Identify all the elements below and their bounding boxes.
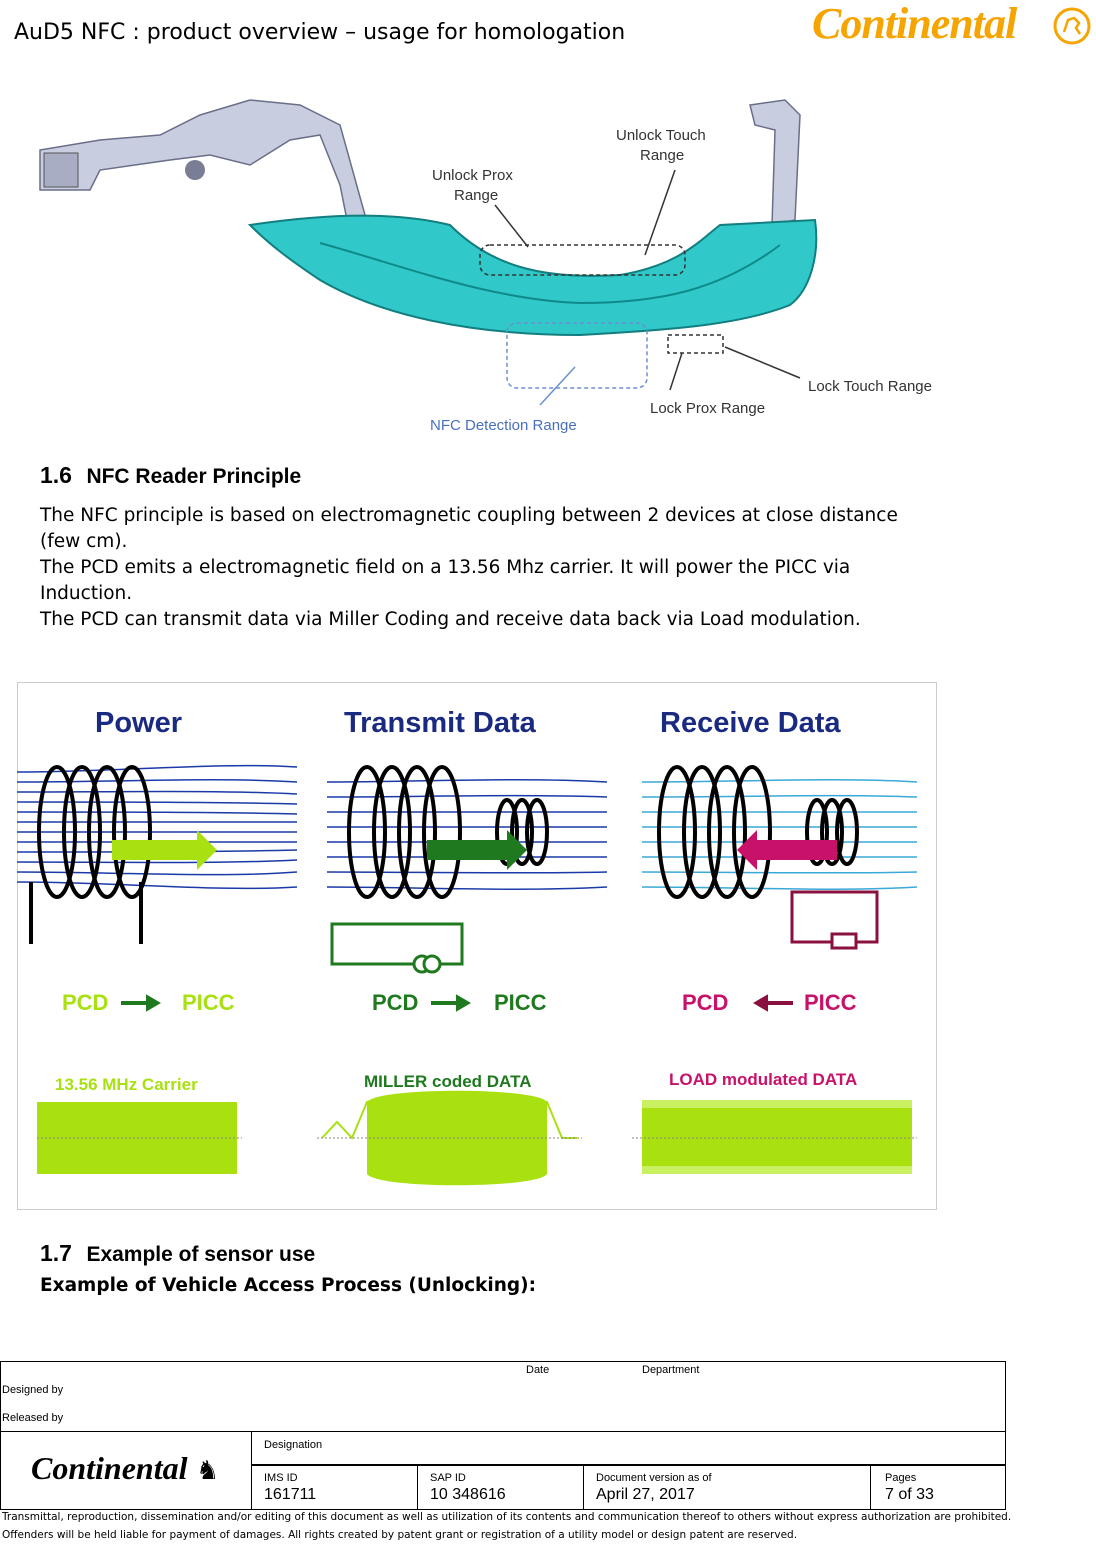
label-picc-receive: PICC <box>804 990 857 1015</box>
panel-title-transmit: Transmit Data <box>344 707 537 739</box>
door-handle-figure: Unlock Touch Range Unlock Prox Range Loc… <box>20 95 960 440</box>
footer-block: Date Department Designed by Released by … <box>0 1361 1006 1510</box>
waveform-load <box>632 1100 917 1174</box>
designation-label: Designation <box>264 1439 322 1451</box>
legal-notice: Transmittal, reproduction, dissemination… <box>2 1508 1092 1544</box>
released-by-label: Released by <box>2 1412 63 1424</box>
doc-version-value: April 27, 2017 <box>596 1486 870 1504</box>
label-picc-transmit: PICC <box>494 990 547 1015</box>
signal-label-carrier: 13.56 MHz Carrier <box>55 1075 198 1094</box>
section-title: NFC Reader Principle <box>86 465 301 488</box>
label-unlock-touch-1: Unlock Touch <box>616 127 706 144</box>
section-1-7-heading: 1.7 Example of sensor use <box>40 1240 315 1267</box>
section-number: 1.6 <box>40 462 72 488</box>
continental-logo: Continental <box>812 0 1092 50</box>
logo-text: Continental <box>812 0 1016 49</box>
label-unlock-prox-2: Range <box>454 187 498 204</box>
section-number: 1.7 <box>40 1240 72 1266</box>
designed-by-label: Designed by <box>2 1384 63 1396</box>
label-pcd-power: PCD <box>62 990 108 1015</box>
section-1-6-heading: 1.6 NFC Reader Principle <box>40 462 301 489</box>
department-label: Department <box>642 1364 699 1376</box>
label-pcd-receive: PCD <box>682 990 728 1015</box>
panel-title-receive: Receive Data <box>660 707 841 739</box>
ims-id-label: IMS ID <box>264 1472 417 1484</box>
handle-bracket-right <box>750 100 800 225</box>
label-picc-power: PICC <box>182 990 235 1015</box>
paragraph-line: The PCD can transmit data via Miller Cod… <box>40 607 898 633</box>
signal-label-load: LOAD modulated DATA <box>669 1070 857 1089</box>
panel-title-power: Power <box>95 707 182 739</box>
paragraph-line: (few cm). <box>40 529 898 555</box>
signal-label-miller: MILLER coded DATA <box>364 1072 531 1091</box>
pages-label: Pages <box>885 1472 1005 1484</box>
paragraph-line: Induction. <box>40 581 898 607</box>
sap-id-label: SAP ID <box>430 1472 583 1484</box>
footer-logo-text: Continental <box>31 1450 188 1486</box>
lock-touch-range-box <box>668 335 723 353</box>
label-pcd-transmit: PCD <box>372 990 418 1015</box>
section-1-7-subtitle: Example of Vehicle Access Process (Unloc… <box>40 1275 536 1296</box>
nfc-principle-figure: Power Transmit Data Receive Data <box>17 682 937 1210</box>
label-nfc-detection: NFC Detection Range <box>430 417 577 434</box>
section-1-6-body: The NFC principle is based on electromag… <box>40 503 898 633</box>
footer-table: Date Department Designed by Released by … <box>0 1361 1006 1510</box>
doc-version-label: Document version as of <box>596 1472 870 1484</box>
footer-logo: Continental ♞ <box>31 1450 241 1490</box>
document-title: AuD5 NFC : product overview – usage for … <box>14 20 625 45</box>
date-label: Date <box>526 1364 549 1376</box>
horse-icon: ♞ <box>196 1455 219 1485</box>
handle-bracket-left <box>40 100 365 235</box>
section-title: Example of sensor use <box>86 1243 315 1266</box>
pages-value: 7 of 33 <box>885 1486 1005 1504</box>
handle-body <box>250 216 816 335</box>
ims-id-value: 161711 <box>264 1486 417 1504</box>
legal-line: Offenders will be held liable for paymen… <box>2 1526 1092 1544</box>
label-lock-touch: Lock Touch Range <box>808 378 932 395</box>
label-unlock-prox-1: Unlock Prox <box>432 167 513 184</box>
label-unlock-touch-2: Range <box>640 147 684 164</box>
paragraph-line: The NFC principle is based on electromag… <box>40 503 898 529</box>
sap-id-value: 10 348616 <box>430 1486 583 1504</box>
waveform-carrier <box>37 1102 242 1174</box>
horse-emblem-icon <box>1052 6 1092 46</box>
paragraph-line: The PCD emits a electromagnetic field on… <box>40 555 898 581</box>
legal-line: Transmittal, reproduction, dissemination… <box>2 1508 1092 1526</box>
label-lock-prox: Lock Prox Range <box>650 400 765 417</box>
